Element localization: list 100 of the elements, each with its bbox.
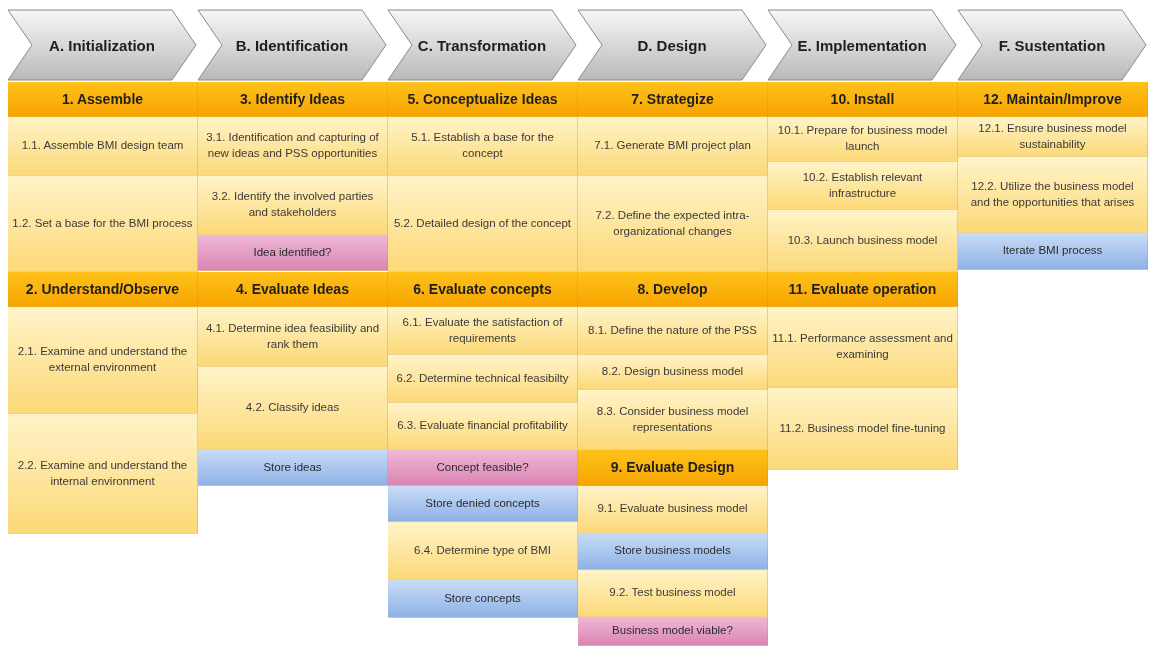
task-text: 10.3. Launch business model [787, 232, 938, 248]
task-text: 12.2. Utilize the business model and the opportunities that arises [969, 179, 1136, 210]
storage-box [198, 450, 388, 486]
task-text: 10.2. Establish relevant infrastructure [801, 170, 924, 201]
task-box [388, 403, 578, 450]
task-box [958, 117, 1148, 157]
phase-label: C. Transformation [417, 36, 547, 54]
storage-text: Store concepts [444, 590, 521, 606]
task-box [578, 390, 768, 450]
task-box [8, 307, 198, 414]
decision-text: Business model viable? [612, 623, 733, 639]
step-title: 5. Conceptualize Ideas [407, 89, 558, 109]
phase-label: B. Identification [235, 36, 349, 54]
storage-box [958, 233, 1148, 270]
step-header [8, 272, 198, 307]
task-box [388, 176, 578, 272]
task-text: 11.1. Performance assessment and examining [772, 331, 953, 362]
task-text: 4.2. Classify ideas [245, 400, 340, 416]
task-box [388, 522, 578, 580]
task-text: 2.1. Examine and understand the external environment [16, 344, 189, 375]
decision-box [198, 235, 388, 271]
step-header [958, 82, 1148, 117]
decision-text: Idea identified? [253, 244, 332, 260]
task-box [388, 355, 578, 403]
task-box [768, 210, 958, 272]
task-box [8, 414, 198, 534]
task-text: 12.1. Ensure business model sustainability [977, 121, 1128, 152]
step-header [198, 82, 388, 117]
step-title: 4. Evaluate Ideas [236, 279, 349, 299]
task-box [198, 176, 388, 235]
task-text: 5.1. Establish a base for the concept [410, 130, 555, 161]
task-box [958, 157, 1148, 233]
task-box [768, 307, 958, 388]
step-header [768, 82, 958, 117]
step-title: 11. Evaluate operation [788, 279, 937, 299]
task-text: 9.1. Evaluate business model [597, 501, 748, 517]
task-text: 8.1. Define the nature of the PSS [588, 322, 757, 338]
phase-label: E. Implementation [797, 36, 927, 54]
storage-text: Store ideas [263, 459, 322, 475]
task-box [578, 176, 768, 272]
step-title: 8. Develop [637, 279, 708, 299]
task-box [388, 117, 578, 176]
decision-text: Concept feasible? [436, 459, 529, 475]
phase-label: A. Initialization [49, 36, 155, 54]
step-header [198, 272, 388, 307]
task-text: 7.2. Define the expected intra-organizational changes [594, 208, 751, 239]
task-text: 4.1. Determine idea feasibility and rank them [204, 321, 381, 352]
step-header [388, 82, 578, 117]
task-box [198, 367, 388, 450]
task-text: 6.4. Determine type of BMI [414, 542, 551, 558]
task-text: 10.1. Prepare for business model launch [776, 123, 949, 154]
task-box [768, 388, 958, 470]
step-header [578, 82, 768, 117]
step-title: 9. Evaluate Design [610, 458, 735, 477]
step-title: 7. Strategize [631, 89, 714, 109]
step-header [578, 450, 768, 486]
step-header [578, 272, 768, 307]
task-text: 6.3. Evaluate financial profitability [397, 418, 568, 434]
decision-box [578, 617, 768, 646]
task-box [8, 176, 198, 272]
step-title: 3. Identify Ideas [239, 89, 345, 109]
step-header [768, 272, 958, 307]
task-text: 11.2. Business model fine-tuning [779, 420, 946, 436]
storage-text: Store business models [614, 543, 731, 559]
task-box [768, 117, 958, 162]
step-header [388, 272, 578, 307]
task-text: 3.2. Identify the involved parties and stakeholders [210, 189, 375, 220]
step-title: 2. Understand/Observe [25, 279, 180, 299]
task-box [388, 307, 578, 355]
task-text: 8.2. Design business model [601, 364, 744, 380]
task-text: 2.2. Examine and understand the internal environment [16, 458, 189, 489]
task-box [198, 307, 388, 367]
task-text: 7.1. Generate BMI project plan [594, 138, 751, 154]
phase-label: F. Sustentation [998, 36, 1106, 54]
task-text: 6.2. Determine technical feasibilty [396, 370, 569, 386]
task-text: 1.1. Assemble BMI design team [21, 138, 184, 154]
step-title: 1. Assemble [61, 89, 144, 109]
task-text: 3.1. Identification and capturing of new ideas and PSS opportunities [205, 130, 380, 161]
step-title: 10. Install [830, 89, 895, 109]
task-box [578, 307, 768, 355]
step-header [8, 82, 198, 117]
task-box [578, 570, 768, 617]
task-box [8, 117, 198, 176]
phase-label: D. Design [637, 36, 707, 54]
storage-text: Iterate BMI process [1002, 243, 1103, 259]
task-text: 5.2. Detailed design of the concept [393, 215, 572, 231]
task-box [578, 486, 768, 533]
storage-box [578, 533, 768, 570]
task-box [578, 355, 768, 390]
task-text: 9.2. Test business model [609, 585, 736, 601]
task-text: 8.3. Consider business model representations [595, 404, 750, 435]
task-box [768, 162, 958, 210]
task-box [198, 117, 388, 176]
decision-box [388, 450, 578, 486]
step-title: 6. Evaluate concepts [413, 279, 552, 299]
storage-box [388, 580, 578, 618]
storage-box [388, 486, 578, 522]
task-text: 6.1. Evaluate the satisfaction of requirements [401, 315, 564, 346]
step-title: 12. Maintain/Improve [983, 89, 1122, 109]
task-box [578, 117, 768, 176]
